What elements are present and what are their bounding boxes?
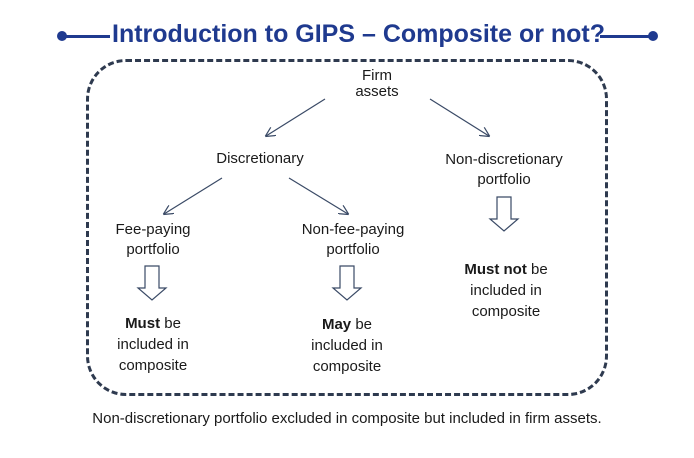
result-non-discretionary-line2: included in	[470, 282, 542, 299]
node-fee-paying-line1: Fee-paying	[115, 221, 191, 238]
result-fee-paying: Must be included in composite	[98, 313, 208, 376]
node-fee-paying: Fee-paying portfolio	[98, 220, 208, 260]
result-non-discretionary: Must not be included in composite	[448, 259, 564, 322]
node-non-discretionary: Non-discretionary portfolio	[438, 150, 570, 190]
result-non-fee-paying-emphasis: May	[321, 316, 352, 333]
node-non-fee-paying-line1: Non-fee-paying	[301, 221, 405, 238]
result-non-discretionary-emphasis: Must not	[464, 261, 527, 278]
node-discretionary-label: Discretionary	[216, 150, 304, 167]
result-fee-paying-line3: composite	[118, 357, 188, 374]
node-firm-assets: Firm assets	[337, 68, 417, 100]
result-non-fee-paying-line3: composite	[312, 358, 382, 375]
result-non-fee-paying-line1: May be	[292, 314, 402, 335]
result-fee-paying-line2: included in	[117, 336, 189, 353]
page-title: Introduction to GIPS – Composite or not?	[112, 20, 606, 48]
node-firm-assets-line2: assets	[355, 83, 399, 100]
result-non-fee-paying: May be included in composite	[292, 314, 402, 377]
node-fee-paying-line2: portfolio	[126, 241, 180, 258]
result-non-discretionary-line1: Must not be	[448, 259, 564, 280]
result-non-discretionary-line3: composite	[471, 303, 541, 320]
node-non-fee-paying-line2: portfolio	[326, 241, 380, 258]
title-rule-right	[600, 35, 653, 38]
result-non-fee-paying-rest: be	[351, 316, 373, 333]
node-firm-assets-line1: Firm	[362, 67, 392, 84]
node-non-discretionary-line2: portfolio	[477, 171, 531, 188]
title-dot-right	[648, 31, 658, 41]
result-fee-paying-rest: be	[160, 315, 181, 332]
node-non-fee-paying: Non-fee-paying portfolio	[288, 220, 418, 260]
title-rule-left	[62, 35, 110, 38]
result-non-fee-paying-line2: included in	[311, 337, 383, 354]
result-fee-paying-line1: Must be	[98, 313, 208, 334]
dashed-frame	[86, 59, 608, 396]
result-non-discretionary-rest: be	[526, 261, 548, 278]
title-bar: Introduction to GIPS – Composite or not?	[0, 18, 694, 54]
result-fee-paying-emphasis: Must	[125, 315, 161, 332]
node-discretionary: Discretionary	[190, 150, 330, 168]
caption: Non-discretionary portfolio excluded in …	[92, 410, 602, 427]
node-non-discretionary-line1: Non-discretionary	[445, 151, 563, 168]
